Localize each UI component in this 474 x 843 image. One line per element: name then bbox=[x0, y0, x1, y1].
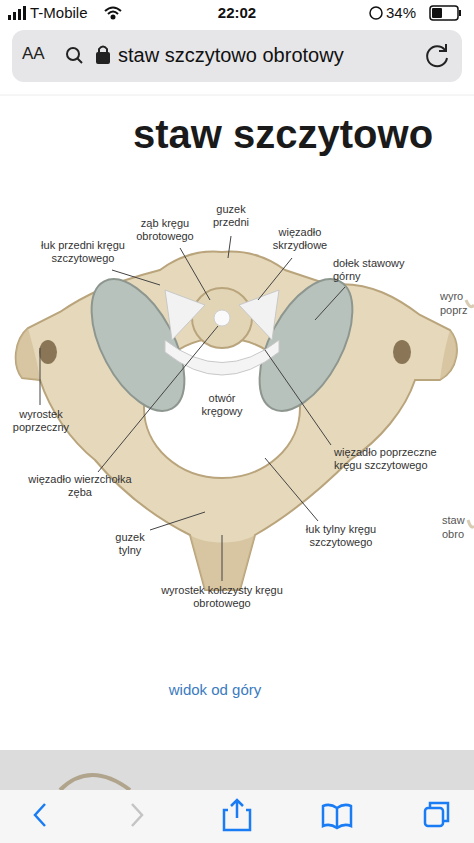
search-lock-icons bbox=[67, 47, 109, 64]
transverse-foramen bbox=[393, 340, 411, 364]
part-label: wyrostek kolczysty kręgu obrotowego bbox=[156, 584, 288, 610]
reload-icon bbox=[427, 44, 447, 66]
text-size-button: AA bbox=[22, 44, 58, 64]
part-label: więzadło wierzchołka zęba bbox=[28, 473, 132, 499]
separator bbox=[0, 95, 474, 96]
transverse-foramen bbox=[39, 340, 57, 364]
part-label: dołek stawowy górny bbox=[333, 257, 429, 283]
signal-icon bbox=[8, 6, 26, 20]
dens bbox=[192, 288, 252, 348]
status-battery: 34% bbox=[386, 4, 428, 22]
image-strip bbox=[0, 750, 474, 790]
partial-image bbox=[466, 300, 474, 527]
part-label: łuk przedni kręgu szczytowego bbox=[28, 239, 138, 265]
partial-image bbox=[60, 775, 130, 790]
toolbar-icons bbox=[35, 800, 448, 830]
alar-ligament bbox=[165, 290, 279, 340]
cut-label: poprz bbox=[440, 304, 472, 317]
part-label: guzek tylny bbox=[103, 531, 157, 557]
apical-ligament bbox=[214, 310, 230, 326]
wifi-icon bbox=[105, 8, 121, 19]
part-label: otwór kręgowy bbox=[190, 392, 254, 418]
toolbar bbox=[0, 790, 474, 843]
part-label: wyrostek poprzeczny bbox=[3, 408, 79, 434]
page-title: staw szczytowo bbox=[133, 112, 433, 157]
cut-label: staw bbox=[442, 514, 472, 527]
atlas-bone bbox=[16, 252, 457, 590]
cut-label: obro bbox=[442, 528, 472, 541]
cut-label: wyro bbox=[440, 290, 472, 303]
part-label: łuk tylny kręgu szczytowego bbox=[282, 523, 400, 549]
status-time: 22:02 bbox=[197, 4, 277, 22]
leader-lines bbox=[40, 236, 345, 581]
status-carrier: T-Mobile bbox=[30, 4, 120, 22]
view-caption: widok od góry bbox=[130, 681, 300, 699]
url-text: staw szczytowo obrotowy bbox=[118, 43, 418, 67]
articular-facet bbox=[240, 265, 371, 426]
url-bar bbox=[12, 30, 462, 82]
articular-facet bbox=[72, 265, 203, 426]
part-label: guzek przedni bbox=[200, 203, 262, 229]
part-label: więzadło skrzydłowe bbox=[260, 226, 340, 252]
part-label: ząb kręgu obrotowego bbox=[125, 217, 205, 243]
part-label: więzadło poprzeczne kręgu szczytowego bbox=[334, 446, 464, 472]
